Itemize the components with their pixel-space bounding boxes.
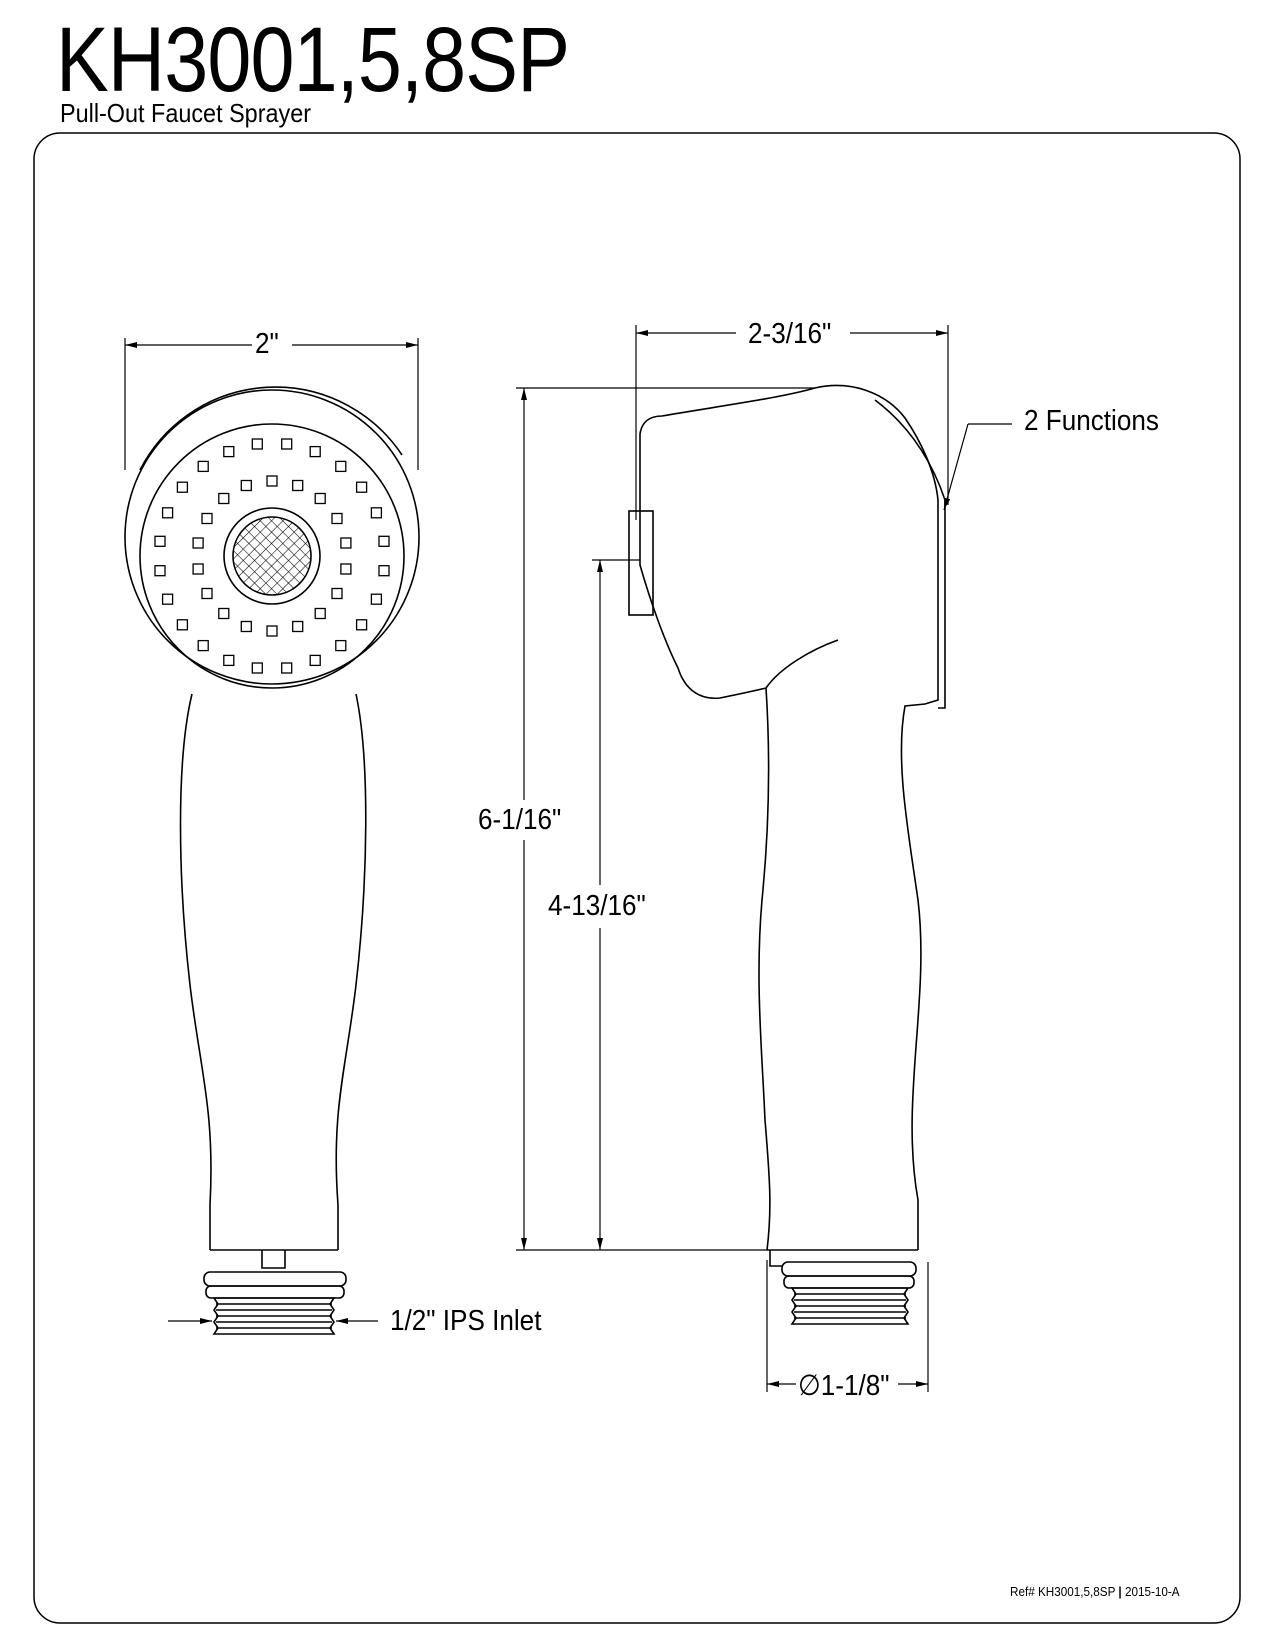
nozzle-hole <box>355 619 368 631</box>
front-width-label: 2" <box>255 328 279 361</box>
nozzle-hole <box>266 475 278 487</box>
nozzle-hole <box>331 587 343 600</box>
nozzle-hole <box>355 481 368 493</box>
nozzle-hole <box>340 537 352 549</box>
nozzle-hole <box>266 625 278 637</box>
body-height-label: 4-13/16" <box>548 890 646 923</box>
functions-leader <box>943 423 1012 511</box>
nozzle-hole <box>192 537 204 549</box>
functions-label: 2 Functions <box>1024 405 1159 438</box>
nozzle-hole <box>197 639 209 652</box>
front-width-dimension <box>124 338 419 470</box>
nozzle-hole <box>161 593 174 605</box>
nozzle-hole <box>218 607 230 620</box>
spray-nozzle-holes <box>154 438 390 674</box>
nozzle-hole <box>223 445 235 458</box>
nozzle-hole <box>292 479 304 492</box>
nozzle-hole <box>218 492 230 505</box>
nozzle-hole <box>314 492 326 505</box>
nozzle-hole <box>251 438 263 450</box>
nozzle-hole <box>331 512 343 525</box>
nozzle-hole <box>161 507 174 519</box>
nozzle-hole <box>378 565 390 577</box>
nozzle-hole <box>335 639 347 652</box>
nozzle-hole <box>201 587 213 600</box>
base-diameter-label: ∅1-1/8" <box>798 1368 890 1403</box>
body-height-dimension <box>592 559 640 1250</box>
nozzle-hole <box>281 438 293 450</box>
nozzle-hole <box>370 507 383 519</box>
drawing-border <box>33 132 1241 1624</box>
reference-number: Ref# KH3001,5,8SP <box>1010 1584 1116 1599</box>
nozzle-hole <box>240 620 252 633</box>
base-diameter-dimension <box>766 1260 929 1392</box>
nozzle-hole <box>154 535 166 547</box>
nozzle-hole <box>281 662 293 674</box>
nozzle-hole <box>309 445 321 458</box>
nozzle-hole <box>154 565 166 577</box>
side-width-dimension <box>635 325 949 520</box>
nozzle-hole <box>223 654 235 667</box>
inlet-label: 1/2" IPS Inlet <box>390 1305 542 1338</box>
revision-code: 2015-10-A <box>1124 1584 1180 1599</box>
nozzle-hole <box>197 460 209 473</box>
nozzle-hole <box>251 662 263 674</box>
side-view <box>628 384 946 1325</box>
nozzle-hole <box>292 620 304 633</box>
nozzle-hole <box>240 479 252 492</box>
side-width-label: 2-3/16" <box>748 318 832 351</box>
nozzle-hole <box>176 481 189 493</box>
reference-footer: Ref# KH3001,5,8SP | 2015-10-A <box>1010 1584 1180 1599</box>
front-view <box>124 386 420 1335</box>
nozzle-hole <box>314 607 326 620</box>
nozzle-hole <box>370 593 383 605</box>
overall-height-label: 6-1/16" <box>478 804 562 837</box>
nozzle-hole <box>201 512 213 525</box>
page-title: KH3001,5,8SP <box>56 9 570 111</box>
page-subtitle: Pull-Out Faucet Sprayer <box>60 98 312 128</box>
overall-height-dimension <box>516 387 815 1251</box>
nozzle-hole <box>340 563 352 575</box>
nozzle-hole <box>309 654 321 667</box>
nozzle-hole <box>176 619 189 631</box>
nozzle-hole <box>192 563 204 575</box>
reference-separator: | <box>1118 1584 1122 1599</box>
nozzle-hole <box>378 535 390 547</box>
nozzle-hole <box>335 460 347 473</box>
